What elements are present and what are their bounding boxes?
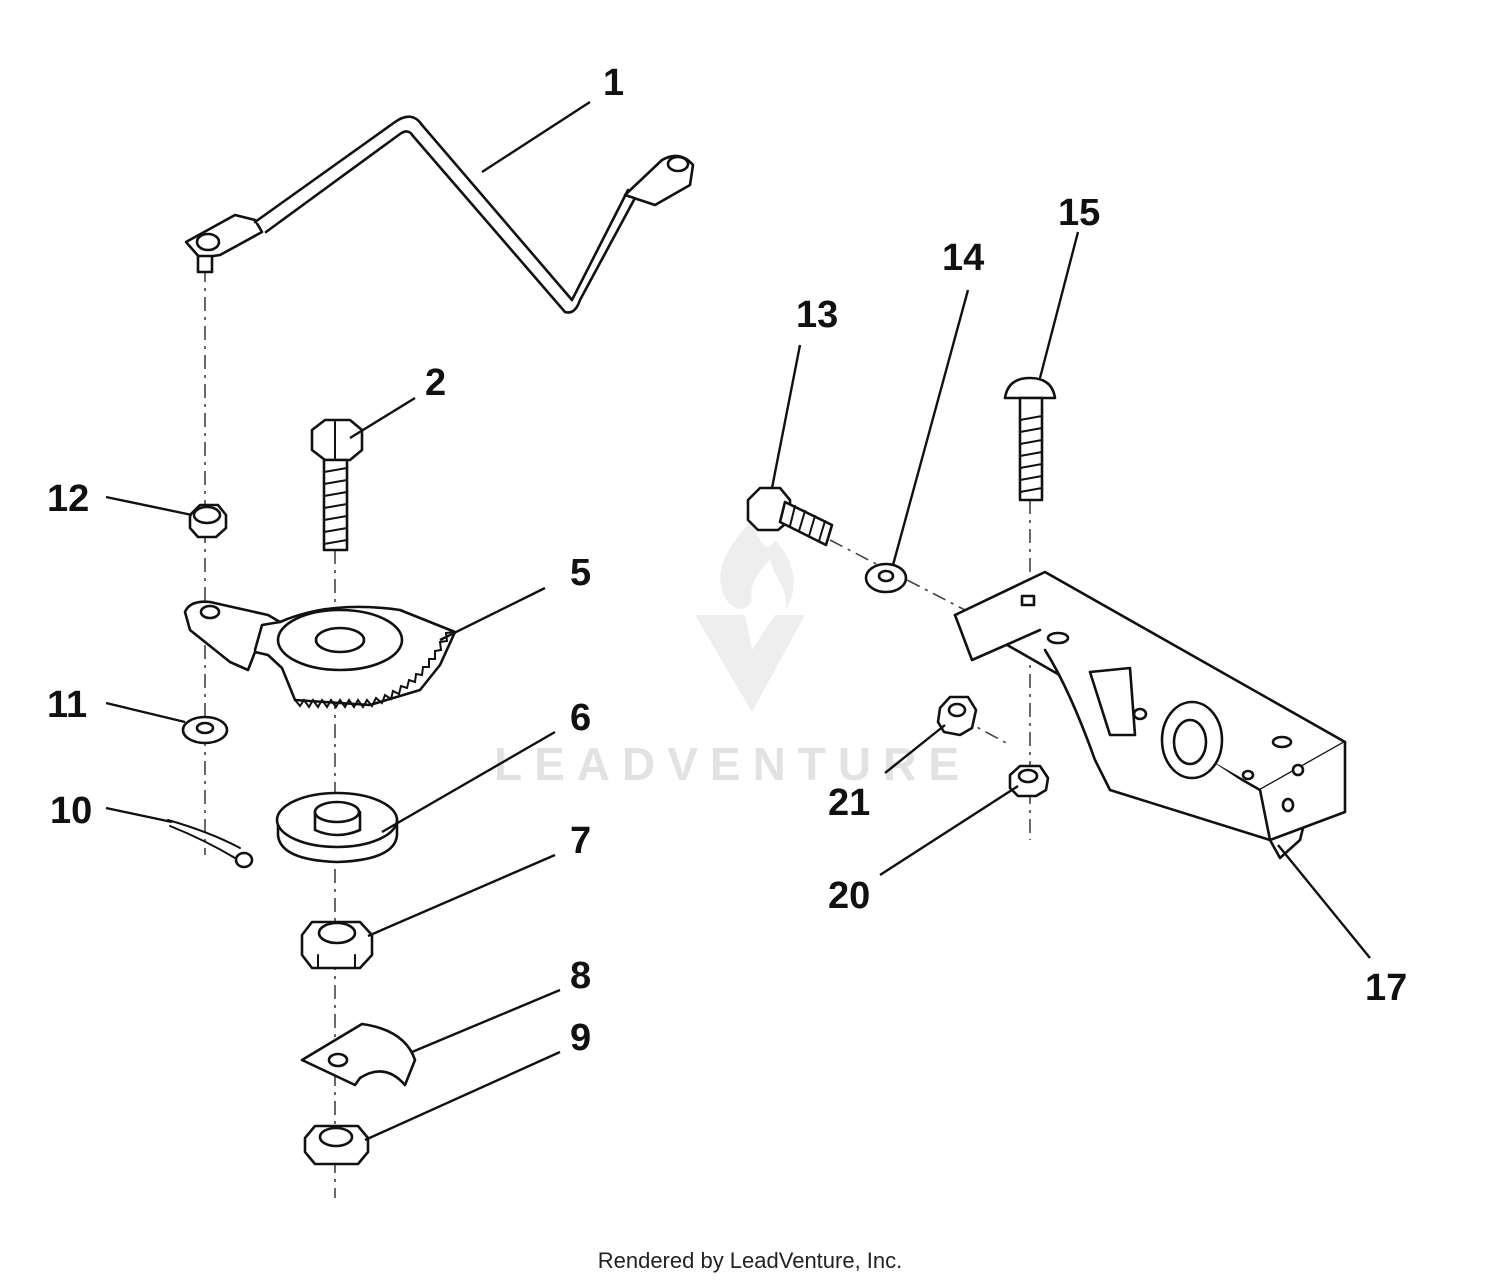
- callout-6: 6: [570, 697, 591, 739]
- part-7-hex-nut: [300, 920, 374, 970]
- leader-14: [891, 289, 970, 566]
- part-6-pulley: [275, 791, 399, 864]
- part-5-gear-plate: [183, 600, 457, 709]
- part-17-bracket: [953, 570, 1347, 860]
- part-14-washer: [864, 562, 908, 594]
- leader-5: [439, 586, 546, 642]
- callout-1: 1: [603, 62, 624, 104]
- leader-13: [770, 344, 802, 489]
- watermark-text: LEADVENTURE: [494, 738, 971, 790]
- part-13-bolt: [746, 486, 834, 547]
- callout-15: 15: [1058, 192, 1100, 234]
- leader-21: [884, 724, 946, 774]
- callout-9: 9: [570, 1017, 591, 1059]
- leader-20: [879, 784, 1019, 877]
- leader-lines: [105, 100, 1371, 1142]
- leader-8: [411, 988, 561, 1054]
- callout-14: 14: [942, 237, 984, 279]
- leader-15: [1038, 231, 1080, 379]
- part-20-nut: [1008, 764, 1050, 798]
- leader-11: [105, 701, 186, 724]
- part-2-bolt: [310, 418, 364, 552]
- watermark: LEADVENTURE: [494, 520, 971, 790]
- callout-2: 2: [425, 362, 446, 404]
- leader-2: [349, 396, 416, 440]
- leader-10: [105, 806, 173, 824]
- leader-6: [381, 730, 556, 834]
- part-11-washer: [181, 715, 229, 745]
- part-15-carriage-bolt: [1003, 376, 1057, 502]
- callout-7: 7: [570, 820, 591, 862]
- footer-credit: Rendered by LeadVenture, Inc.: [597, 1248, 903, 1273]
- part-21-nut: [936, 695, 978, 737]
- callout-12: 12: [47, 478, 89, 520]
- leader-17: [1277, 844, 1371, 959]
- callout-5: 5: [570, 552, 591, 594]
- leader-12: [105, 495, 193, 517]
- callout-11: 11: [47, 684, 87, 726]
- leader-1: [481, 100, 591, 174]
- part-12-nut: [188, 503, 228, 539]
- watermark-v-logo-icon: [695, 615, 805, 712]
- watermark-flame-icon: [720, 520, 794, 610]
- callouts: 1 2 5 6 7 8 9 10 11 12 13 14 15 17 20 21: [47, 62, 1407, 1059]
- callout-20: 20: [828, 875, 870, 917]
- callout-10: 10: [50, 790, 92, 832]
- callout-8: 8: [570, 955, 591, 997]
- part-9-hex-nut: [303, 1124, 370, 1166]
- callout-13: 13: [796, 294, 838, 336]
- part-1-rod: [184, 115, 695, 314]
- leader-7: [367, 853, 556, 938]
- callout-21: 21: [828, 782, 870, 824]
- axis-bolt-13: [829, 539, 966, 611]
- part-10-cotter-pin: [167, 819, 254, 869]
- leader-9: [364, 1050, 561, 1142]
- part-8-clip: [300, 1022, 417, 1087]
- callout-17: 17: [1365, 967, 1407, 1009]
